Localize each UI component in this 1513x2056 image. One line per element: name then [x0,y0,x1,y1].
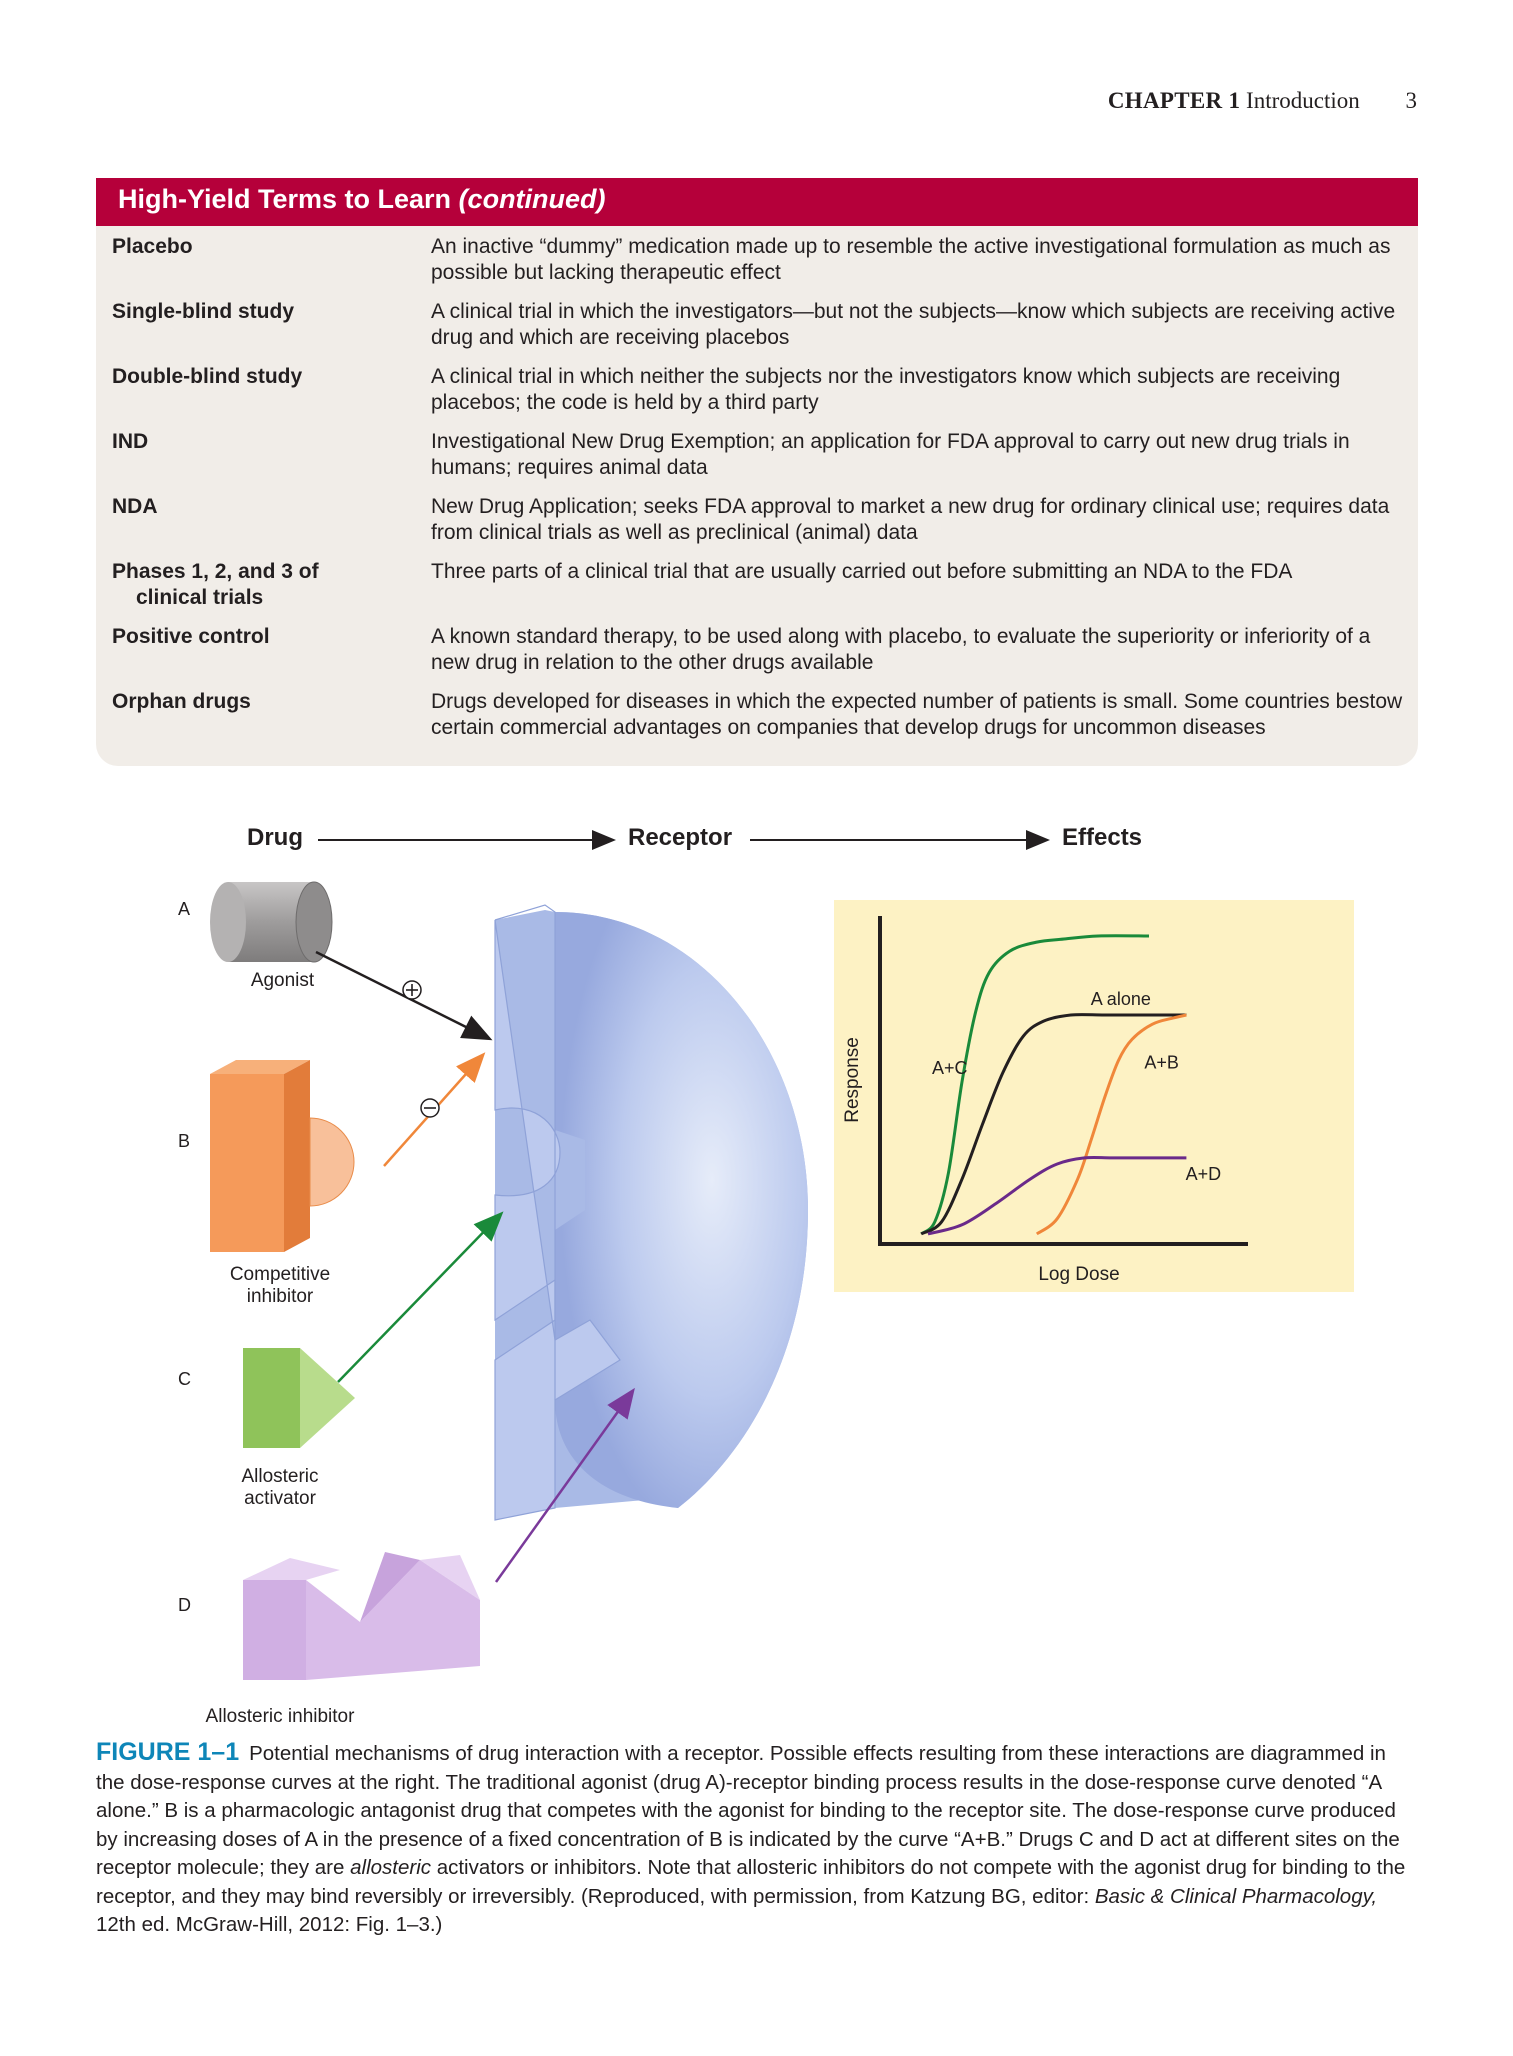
allosteric-inhibitor-arrow [494,1387,635,1583]
term-name: Orphan drugs [112,689,412,715]
term-definition: A known standard therapy, to be used alo… [431,625,1371,674]
series-line-a-alone [920,1013,1187,1236]
plus-sign-icon [402,980,422,1000]
term-text: IND [112,430,149,453]
caption-italic: Basic & Clinical Pharmacology, [1094,1884,1378,1908]
chapter-label: CHAPTER 1 [1107,88,1241,113]
series-layer [920,934,1187,1236]
series-label-a-b: A+B [1144,1053,1179,1073]
caption-text: Potential mechanisms of drug interaction… [96,1742,1400,1879]
agonist-arrow [315,950,493,1041]
term-name: IND [112,429,412,455]
term-definition: A clinical trial in which the investigat… [431,300,1396,349]
term-text: Phases 1, 2, and 3 of [112,560,319,583]
term-definition: A clinical trial in which neither the su… [431,365,1341,414]
term-name: Positive control [112,624,412,650]
term-name: Phases 1, 2, and 3 of clinical trials [112,559,412,611]
term-name: NDA [112,494,412,520]
term-text: Placebo [112,235,193,258]
term-definition: Investigational New Drug Exemption; an a… [431,430,1350,479]
term-name: Placebo [112,234,412,260]
allosteric-inhibitor-block-icon [243,1552,480,1680]
allosteric-activator-prism-icon [243,1348,355,1448]
figure-1-1: Drug Receptor Effects [0,800,1513,1740]
series-label-a-d: A+D [1186,1164,1222,1184]
competitive-inhibitor-label: Competitive inhibitor [205,1264,355,1308]
term-definition: An inactive “dummy” medication made up t… [431,235,1391,284]
minus-sign-icon [420,1098,440,1118]
figure-number: FIGURE 1–1 [96,1738,240,1766]
label-line: Competitive [229,1264,331,1285]
terms-table-body: Placebo An inactive “dummy” medication m… [96,226,1418,766]
terms-table: High-Yield Terms to Learn (continued) Pl… [96,178,1418,766]
chapter-title: Introduction [1246,88,1360,113]
allosteric-activator-arrow [337,1211,504,1383]
flow-label-effects: Effects [1062,824,1143,851]
drug-letter-c: C [178,1369,191,1389]
drug-letter-d: D [178,1595,191,1615]
terms-table-title: High-Yield Terms to Learn (continued) [118,184,606,215]
series-label-a-c: A+C [932,1058,968,1078]
caption-text: activators or inhibitors. Note that allo… [96,1856,1406,1908]
term-text: Orphan drugs [112,690,251,713]
label-line: activator [244,1488,316,1509]
competitive-inhibitor-block-icon [210,1060,355,1252]
term-text-continued: clinical trials [136,586,264,609]
drug-letter-b: B [178,1131,191,1151]
agonist-label: Agonist [250,970,315,991]
receptor-shape [494,904,808,1521]
term-text: Double-blind study [112,365,303,388]
term-name: Double-blind study [112,364,412,390]
agonist-cylinder-icon [210,881,333,963]
terms-table-header: High-Yield Terms to Learn (continued) [96,178,1418,226]
y-axis-label: Response [842,1037,863,1123]
page-number: 3 [1405,88,1418,113]
series-line-a-b [1035,1013,1187,1236]
allosteric-inhibitor-label: Allosteric inhibitor [205,1706,355,1727]
drug-letter-a: A [178,899,191,919]
term-definition: Three parts of a clinical trial that are… [431,560,1293,583]
label-line: Allosteric [241,1466,319,1487]
term-text: NDA [112,495,158,518]
flow-label-receptor: Receptor [628,824,733,851]
term-name: Single-blind study [112,299,412,325]
caption-italic: allosteric [350,1856,431,1879]
term-definition: Drugs developed for diseases in which th… [431,690,1403,739]
series-line-a-c [920,934,1150,1236]
term-definition: New Drug Application; seeks FDA approval… [431,495,1390,544]
allosteric-activator-label: Allosteric activator [205,1466,355,1510]
terms-title-suffix: (continued) [458,184,606,214]
series-label-a-alone: A alone [1091,989,1151,1009]
series-line-a-d [927,1155,1187,1236]
term-text: Positive control [112,625,270,648]
caption-text: 12th ed. McGraw-Hill, 2012: Fig. 1–3.) [96,1913,443,1936]
x-axis-label: Log Dose [1038,1264,1119,1285]
label-line: inhibitor [246,1286,314,1307]
terms-title-main: High-Yield Terms to Learn [118,184,452,214]
figure-diagram [210,830,1050,1680]
flow-label-drug: Drug [247,824,303,851]
running-header: CHAPTER 1 Introduction 3 [1108,88,1417,114]
term-text: Single-blind study [112,300,294,323]
